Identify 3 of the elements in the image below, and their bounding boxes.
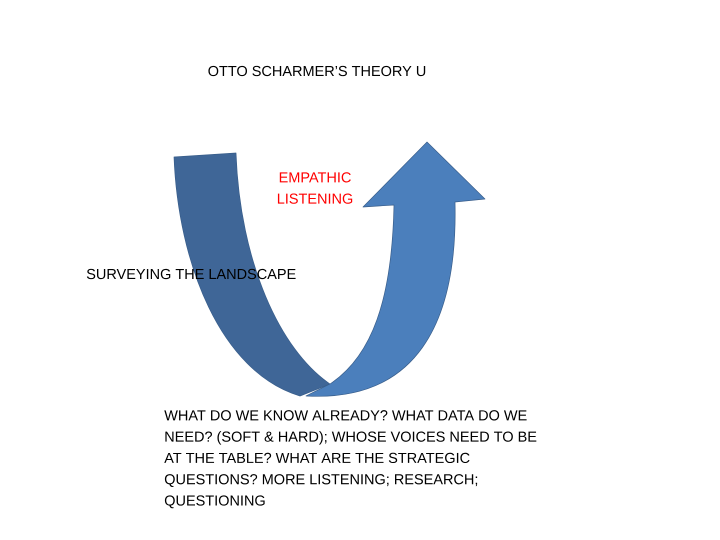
label: EMPATHIC LISTENING (278, 172, 352, 204)
paragraph: WHAT DO WE KNOW ALREADY? WHAT DATA DO WE NEED? (SOFT & HARD); WHOSE VOICES NEED TO BE AT THE TABLE? WHAT ARE THE STRATEGIC QUESTIONS? MORE LISTENING; RESEARCH; QUESTIONING (164, 410, 536, 508)
title: OTTO SCHARMER’S THEORY U (208, 66, 426, 76)
